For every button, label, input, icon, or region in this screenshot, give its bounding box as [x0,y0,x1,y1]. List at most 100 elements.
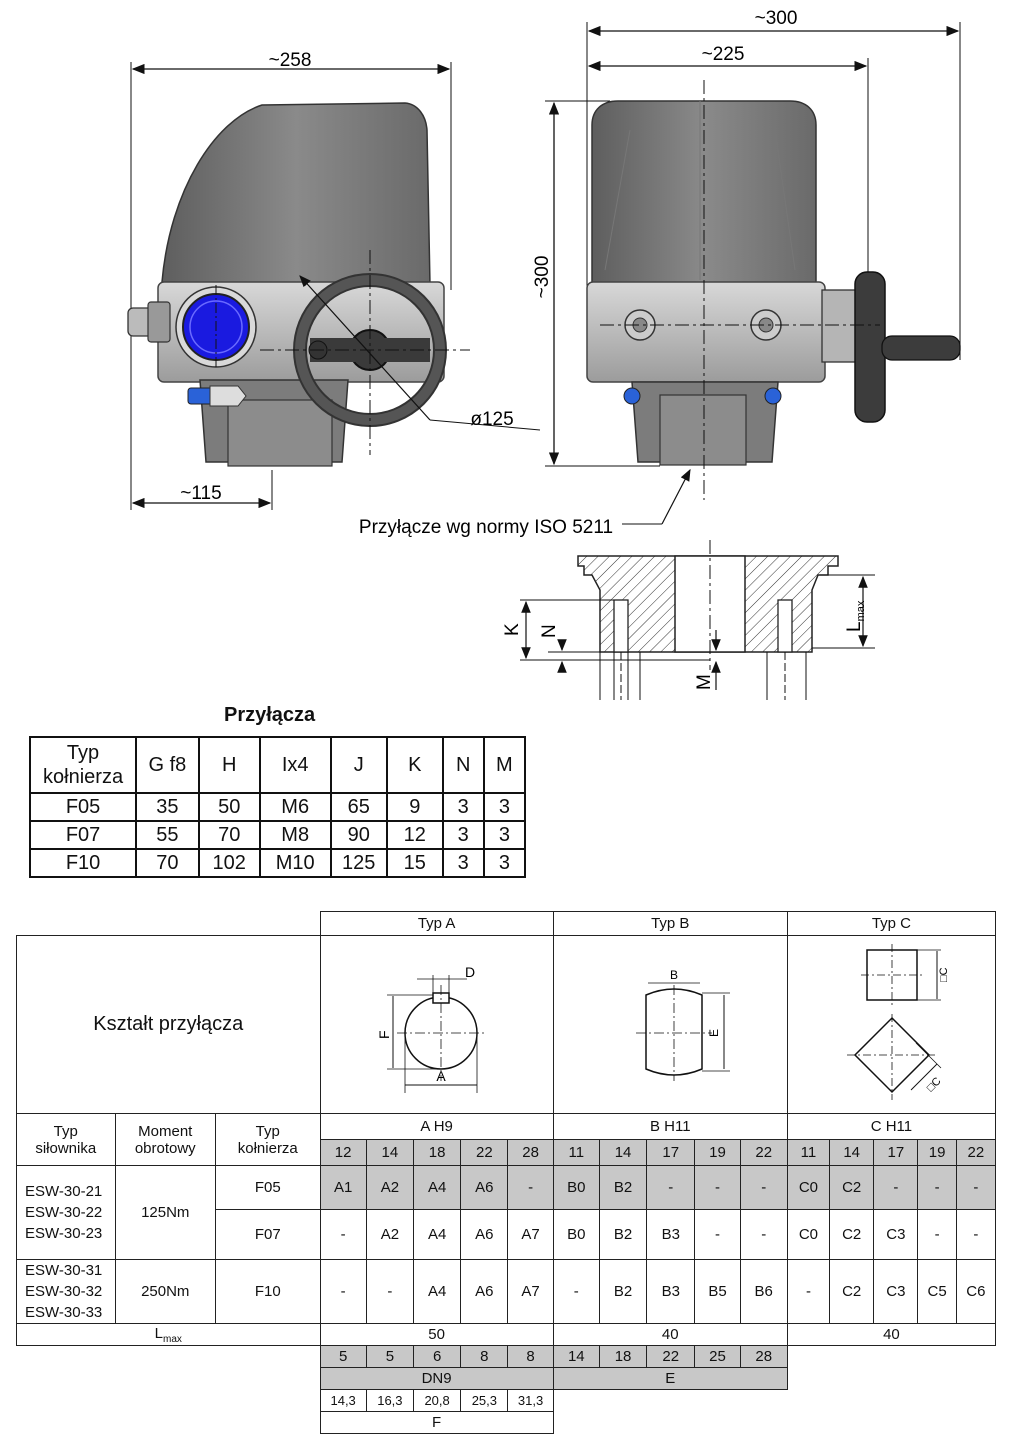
table-cell: 70 [135,848,200,878]
code-cell: C0 [786,1209,831,1260]
shape-a-a-label: A [436,1068,446,1084]
code-cell: B3 [646,1259,696,1324]
code-cell: C2 [829,1165,875,1210]
size-cell: 11 [786,1139,831,1166]
label-k: K [502,623,523,636]
conn-header-cell: M [482,736,527,794]
code-cell: A4 [412,1209,462,1260]
code-cell: B6 [739,1259,788,1324]
code-cell: B5 [694,1259,741,1324]
torque-1: 125Nm [114,1165,216,1260]
lmax-b: 40 [552,1323,788,1346]
shaft-connection-table: Typ A Typ B Typ C Kształt przyłącza D [16,911,997,1434]
table-cell: 55 [135,820,200,850]
code-cell: C0 [786,1165,831,1210]
lmax-c: 40 [786,1323,997,1346]
size-cell: 17 [873,1139,919,1166]
code-cell: - [319,1259,367,1324]
code-cell: C2 [829,1209,875,1260]
table-row: Lmax 50 40 40 [16,1323,997,1346]
shape-b-flat-shaft: B E [636,968,731,1081]
table-cell: 15 [385,848,444,878]
d-value: 5 [319,1345,367,1368]
conn-header-cell: G f8 [135,736,200,794]
empty-cell [17,1390,321,1412]
size-cell: 19 [694,1139,741,1166]
table-row: ESW-30-21 ESW-30-22 ESW-30-23 125Nm F05 … [16,1165,997,1260]
shape-a-f-label: F [376,1030,392,1039]
shape-c-c1-label: □C [938,967,950,982]
code-cell: A4 [412,1165,462,1210]
front-view [545,22,961,525]
empty-cell [787,1368,995,1390]
flange-type: F10 [215,1259,321,1324]
c-fit: C H11 [786,1113,997,1140]
code-cell: - [365,1259,415,1324]
shape-label: Kształt przyłącza [16,935,321,1114]
f-label: F [319,1411,554,1434]
e-value: 22 [646,1345,696,1368]
code-cell: - [694,1209,741,1260]
code-cell: B0 [552,1209,600,1260]
code-cell: A4 [412,1259,462,1324]
actuator-name: ESW-30-23 [25,1225,103,1242]
table-cell: 3 [441,792,485,822]
conn-header-cell: H [197,736,261,794]
code-cell: - [786,1259,831,1324]
actuator-name: ESW-30-32 [25,1283,103,1300]
table-row: Typ siłownika Moment obrotowy Typ kołnie… [16,1113,997,1166]
code-cell: B2 [598,1259,648,1324]
code-cell: B2 [598,1165,648,1210]
dim-top-width: ~258 [269,50,312,71]
d-value: 6 [412,1345,462,1368]
d-value: 8 [460,1345,509,1368]
table-cell: 50 [197,792,261,822]
actuators-group-2: ESW-30-31 ESW-30-32 ESW-30-33 [16,1259,116,1324]
f-value: 31,3 [507,1389,554,1412]
f-value: 20,8 [412,1389,462,1412]
shape-c-c2-label: □C [925,1075,944,1094]
code-cell: A6 [460,1259,509,1324]
shape-c-cell: □C □C [786,935,997,1114]
empty-cell [787,1346,995,1368]
size-cell: 17 [646,1139,696,1166]
actuator-drawings: ~258 ~300 ~225 ~300 ~115 ø125 Przyłącze … [127,8,961,700]
lmax-main: L [154,1324,163,1342]
e-value: 25 [694,1345,741,1368]
table-cell: M10 [258,848,332,878]
conn-table-title: Przyłącza [224,704,316,726]
code-cell: - [955,1165,997,1210]
shape-b-b-label: B [670,968,678,982]
label-m: M [694,674,715,690]
code-cell: C5 [917,1259,957,1324]
shape-c-square-shaft: □C □C [847,943,950,1100]
table-cell: 35 [135,792,200,822]
table-row: Typ A Typ B Typ C [17,911,997,936]
table-row: F [17,1411,996,1434]
lmax-sub: max [162,1333,182,1345]
label-n: N [539,624,560,638]
actuator-name: ESW-30-33 [25,1304,103,1321]
code-cell: B2 [598,1209,648,1260]
code-cell: - [319,1209,367,1260]
table-cell: F10 [28,848,138,878]
table-cell: 3 [441,820,485,850]
e-value: 28 [739,1345,788,1368]
code-cell: - [917,1165,957,1210]
dim-height: ~300 [532,256,553,299]
col-typ-silownika: Typ siłownika [16,1113,116,1166]
code-cell: - [646,1165,696,1210]
d-value: 8 [507,1345,554,1368]
actuators-group-1: ESW-30-21 ESW-30-22 ESW-30-23 [16,1165,116,1260]
code-cell: A7 [507,1259,554,1324]
table-cell: 102 [197,848,261,878]
header-typ-a: Typ A [319,911,554,936]
d-label: DN9 [319,1367,554,1390]
code-cell: C2 [829,1259,875,1324]
table-cell: 3 [441,848,485,878]
table-row: Kształt przyłącza D F A [16,935,997,1114]
table-cell: 70 [197,820,261,850]
